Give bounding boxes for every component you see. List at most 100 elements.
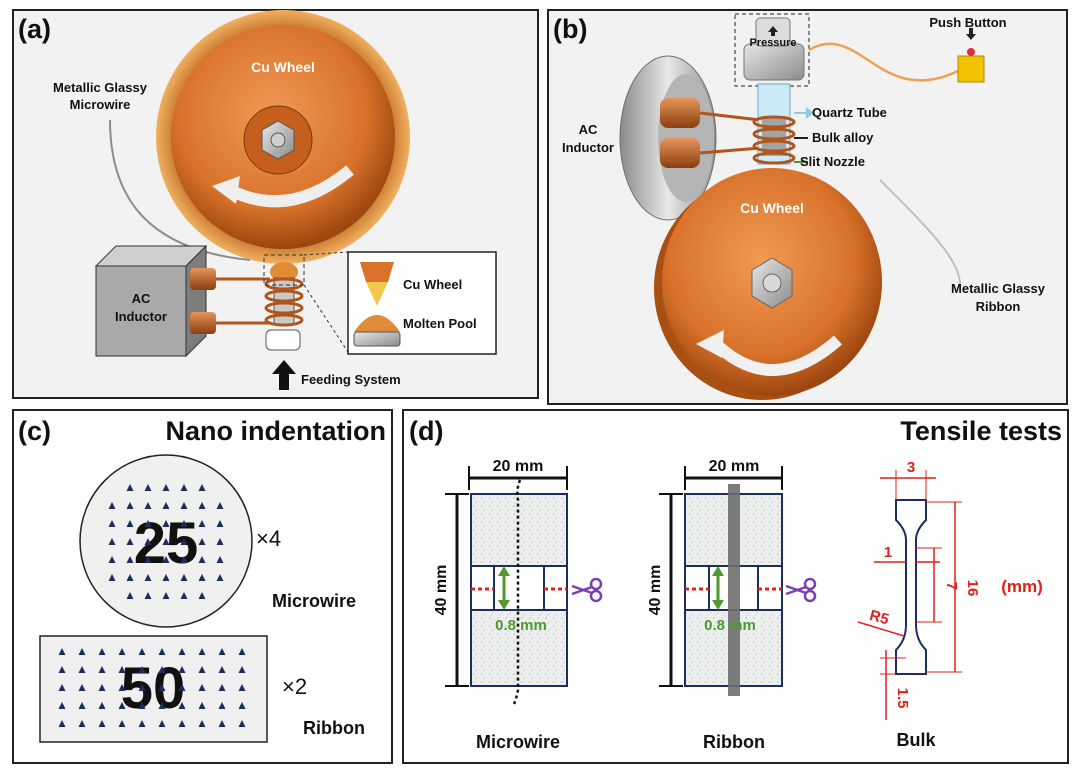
panel-d: (d) Tensile tests 20 mm 40 mm 0.8 mm bbox=[402, 409, 1069, 764]
indent-mark-icon bbox=[178, 684, 186, 691]
b-rotation-arrowhead-icon bbox=[696, 330, 724, 358]
width-dim-label: 20 mm bbox=[493, 458, 544, 475]
indent-mark-icon bbox=[98, 720, 106, 727]
indent-mark-icon bbox=[238, 648, 246, 655]
indent-mark-icon bbox=[218, 720, 226, 727]
panel-d-title: Tensile tests bbox=[900, 416, 1062, 446]
indent-mark-icon bbox=[126, 574, 134, 581]
indent-mark-icon bbox=[144, 574, 152, 581]
air-hose bbox=[808, 42, 961, 82]
indent-mark-icon bbox=[118, 648, 126, 655]
indent-mark-icon bbox=[218, 666, 226, 673]
indent-mark-icon bbox=[126, 592, 134, 599]
b-wheel-label: Cu Wheel bbox=[740, 200, 804, 216]
indent-mark-icon bbox=[180, 502, 188, 509]
b-ribbon-label-1: Metallic Glassy bbox=[951, 281, 1046, 296]
b-coil-top bbox=[660, 98, 700, 128]
b-coil-bottom bbox=[660, 138, 700, 168]
scissors-icon bbox=[571, 577, 603, 603]
indent-mark-icon bbox=[144, 538, 152, 545]
b-wire-top bbox=[699, 111, 761, 122]
indent-mark-icon bbox=[162, 538, 170, 545]
b-quartz-label: Quartz Tube bbox=[812, 105, 887, 120]
indent-mark-icon bbox=[198, 648, 206, 655]
rect-number: 50 bbox=[121, 656, 186, 721]
coil-connector-bottom bbox=[190, 312, 216, 334]
b-nozzle-label: Slit Nozzle bbox=[800, 154, 865, 169]
indent-mark-icon bbox=[180, 574, 188, 581]
a-microwire-label-1: Metallic Glassy bbox=[53, 80, 148, 95]
a-microwire-label-2: Microwire bbox=[70, 97, 131, 112]
zoom-line-bottom bbox=[303, 284, 349, 353]
b-induction-coil-icon bbox=[752, 115, 796, 165]
indent-mark-icon bbox=[216, 502, 224, 509]
indent-mark-icon bbox=[108, 538, 116, 545]
indent-mark-icon bbox=[58, 702, 66, 709]
panel-a: (a) Cu Wheel Metallic Glassy Microwire A… bbox=[12, 9, 539, 399]
indent-mark-icon bbox=[138, 720, 146, 727]
indent-array-circle bbox=[108, 484, 224, 599]
indent-mark-icon bbox=[198, 502, 206, 509]
ribbon-strand bbox=[879, 179, 961, 286]
microwire-strand bbox=[109, 119, 251, 261]
bulk-dim-15: 1.5 bbox=[894, 688, 911, 709]
indent-mark-icon bbox=[58, 648, 66, 655]
a-wheel-label: Cu Wheel bbox=[251, 59, 315, 75]
b-pressure-label: Pressure bbox=[749, 37, 796, 49]
gap-arrow-up-icon-2 bbox=[712, 566, 724, 576]
b-wire-bottom bbox=[699, 146, 761, 155]
gap-arrow-down-icon bbox=[498, 600, 510, 610]
panel-c: (c) Nano indentation 25 ×4 Microwire 50 … bbox=[12, 409, 393, 764]
indent-mark-icon bbox=[216, 538, 224, 545]
indent-mark-icon bbox=[58, 684, 66, 691]
indent-mark-icon bbox=[158, 720, 166, 727]
r5-leader bbox=[857, 621, 905, 637]
rotation-arrowhead-icon bbox=[212, 176, 240, 204]
push-button-icon bbox=[957, 55, 985, 83]
indent-mark-icon bbox=[238, 684, 246, 691]
indent-mark-icon bbox=[78, 702, 86, 709]
indent-mark-icon bbox=[162, 502, 170, 509]
dog-bone-outline bbox=[895, 499, 927, 675]
indent-mark-icon bbox=[180, 592, 188, 599]
indent-mark-icon bbox=[108, 574, 116, 581]
indent-mark-icon bbox=[198, 666, 206, 673]
indent-mark-icon bbox=[198, 484, 206, 491]
panel-b: (b) AC Inductor Pressure Push Button bbox=[547, 9, 1068, 405]
feeding-arrow-icon bbox=[272, 360, 296, 390]
indent-mark-icon bbox=[118, 702, 126, 709]
indent-mark-icon bbox=[180, 538, 188, 545]
indent-mark-icon bbox=[138, 648, 146, 655]
indent-mark-icon bbox=[218, 702, 226, 709]
a-inset-wheel: Cu Wheel bbox=[403, 277, 462, 292]
rect-multiplier: ×2 bbox=[282, 674, 307, 699]
indent-mark-icon bbox=[108, 556, 116, 563]
indent-mark-icon bbox=[198, 720, 206, 727]
b-ribbon-label-2: Ribbon bbox=[976, 299, 1021, 314]
panel-b-letter: (b) bbox=[553, 14, 587, 44]
inset-wheel-icon bbox=[360, 262, 394, 282]
indent-mark-icon bbox=[180, 556, 188, 563]
b-inductor-label-2: Inductor bbox=[562, 140, 614, 155]
indent-mark-icon bbox=[98, 702, 106, 709]
button-cap-icon bbox=[967, 48, 975, 56]
indent-mark-icon bbox=[144, 556, 152, 563]
indent-mark-icon bbox=[198, 538, 206, 545]
b-rotation-arrow bbox=[707, 335, 842, 376]
indent-mark-icon bbox=[162, 574, 170, 581]
indent-mark-icon bbox=[118, 720, 126, 727]
indent-mark-icon bbox=[144, 484, 152, 491]
inset-pool-icon bbox=[354, 315, 400, 332]
indent-mark-icon bbox=[126, 538, 134, 545]
molten-droplet bbox=[270, 262, 298, 282]
rotation-arrow bbox=[227, 165, 354, 208]
indent-mark-icon bbox=[118, 666, 126, 673]
indent-mark-icon bbox=[98, 666, 106, 673]
indent-mark-icon bbox=[180, 484, 188, 491]
gap-arrow-down-icon-2 bbox=[712, 600, 724, 610]
panel-c-letter: (c) bbox=[18, 416, 51, 446]
indent-mark-icon bbox=[198, 574, 206, 581]
indent-mark-icon bbox=[58, 720, 66, 727]
gap-dim-label-2: 0.8 mm bbox=[704, 617, 756, 634]
